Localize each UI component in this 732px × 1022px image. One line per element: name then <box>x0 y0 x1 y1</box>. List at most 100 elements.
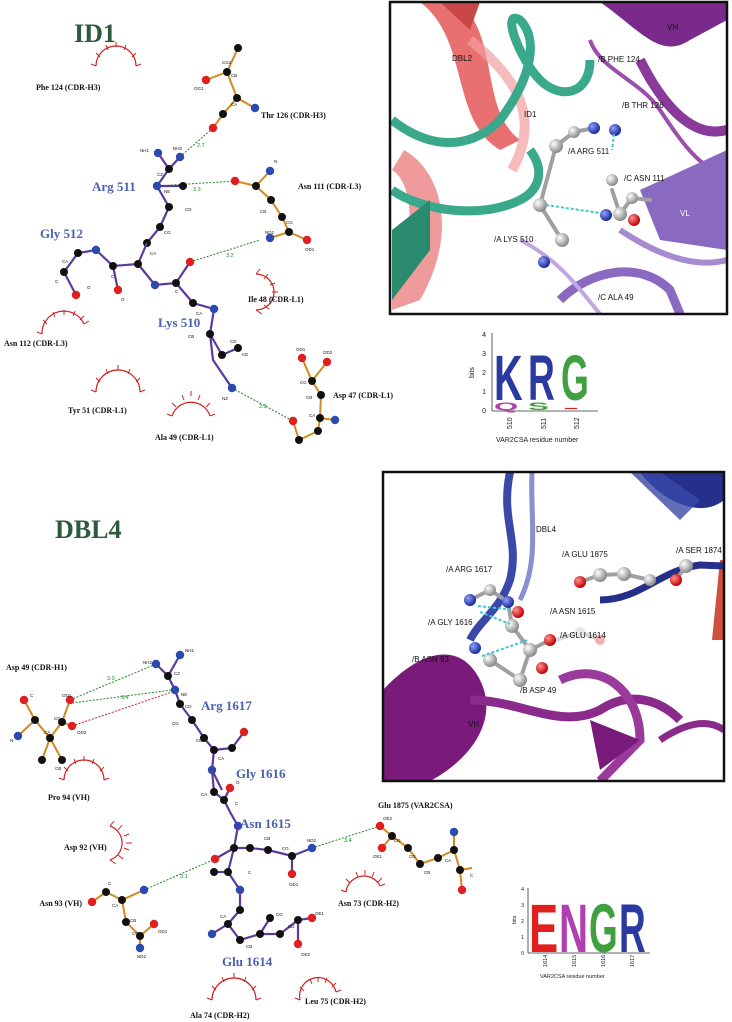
svg-text:CA: CA <box>150 251 156 256</box>
svg-text:OD2: OD2 <box>77 730 87 735</box>
hbond-lines <box>69 663 381 891</box>
svg-text:CD: CD <box>185 704 192 709</box>
label-glu1614: Glu 1614 <box>222 954 273 969</box>
svg-text:510: 510 <box>507 417 514 429</box>
struct-label-ser1874: /A SER 1874 <box>676 546 722 555</box>
label-gly512: Gly 512 <box>40 226 83 241</box>
label-pro94: Pro 94 (VH) <box>48 793 90 802</box>
label-asn112: Asn 112 (CDR-L3) <box>4 339 68 348</box>
label-arg511: Arg 511 <box>92 179 136 194</box>
logo-top-ylabel: bits <box>469 367 476 378</box>
svg-text:NH2: NH2 <box>143 660 152 665</box>
svg-text:OE1: OE1 <box>373 854 383 859</box>
svg-text:1: 1 <box>521 935 524 941</box>
struct-label-gly1616: /A GLY 1616 <box>428 618 473 627</box>
label-ile48: Ile 48 (CDR-L1) <box>248 295 304 304</box>
sequence-logo-top: 0 1 2 3 4 bits K R G Q S - 510 511 512 V… <box>469 332 598 444</box>
label-thr126: Thr 126 (CDR-H3) <box>261 111 326 120</box>
label-phe124: Phe 124 (CDR-H3) <box>36 83 101 92</box>
logo-letter-g: G <box>561 342 589 414</box>
struct-label-thr126: /B THR 126 <box>622 101 664 110</box>
svg-text:O: O <box>236 780 240 785</box>
svg-text:0: 0 <box>521 951 524 957</box>
svg-text:CG: CG <box>409 854 416 859</box>
label-tyr51: Tyr 51 (CDR-L1) <box>68 406 127 415</box>
svg-text:CG: CG <box>282 846 289 851</box>
ligplot-dbl4: 3.0 3.4 3.1 3.4 C OD1 CA CG OD2 N CB Asp… <box>6 648 474 1020</box>
logo-top-xticks: 510 511 512 <box>507 417 581 429</box>
svg-text:CB: CB <box>306 395 312 400</box>
hydrophobic-spokes <box>36 42 278 417</box>
logo-bottom-yticks: 0 1 2 3 4 <box>521 887 524 957</box>
svg-text:O: O <box>87 285 91 290</box>
logo-letter-dash: - <box>563 403 579 414</box>
svg-text:NE: NE <box>181 692 187 697</box>
svg-text:CD: CD <box>288 924 295 929</box>
logo-bottom-xticks: 1614 1615 1616 1617 <box>543 955 636 967</box>
hbond-distance: 3.4 <box>121 695 129 701</box>
hbond-distance: 3.0 <box>107 676 115 682</box>
svg-text:4: 4 <box>482 332 486 339</box>
svg-text:NH1: NH1 <box>185 648 194 653</box>
logo-letter-e: E <box>529 891 558 967</box>
svg-text:CB: CB <box>130 918 136 923</box>
svg-text:OD1: OD1 <box>305 247 315 252</box>
svg-text:OE1: OE1 <box>315 911 325 916</box>
svg-text:CA: CA <box>220 914 226 919</box>
svg-text:CB: CB <box>264 836 270 841</box>
svg-text:C: C <box>470 873 474 878</box>
label-asp49: Asp 49 (CDR-H1) <box>6 663 67 672</box>
struct-label-arg511: /A ARG 511 <box>568 147 610 156</box>
label-ala49: Ala 49 (CDR-L1) <box>155 433 214 442</box>
svg-text:CZ: CZ <box>157 172 163 177</box>
svg-text:CB: CB <box>246 944 252 949</box>
logo-top-yticks: 0 1 2 3 4 <box>482 332 486 415</box>
struct-label-ala49: /C ALA 49 <box>598 293 634 302</box>
svg-text:512: 512 <box>574 417 581 429</box>
svg-text:CA: CA <box>218 756 224 761</box>
svg-text:CG: CG <box>300 380 307 385</box>
svg-text:CG: CG <box>164 230 171 235</box>
hbond-distance: 3.1 <box>180 874 188 880</box>
svg-text:CA: CA <box>231 102 237 107</box>
structure-panel-top: DBL2 VH /B PHE 124 ID1 /B THR 126 /A ARG… <box>388 0 729 316</box>
svg-text:0: 0 <box>482 408 486 415</box>
label-asn111: Asn 111 (CDR-L3) <box>298 182 361 191</box>
svg-text:CG: CG <box>132 931 139 936</box>
svg-text:NE: NE <box>164 189 170 194</box>
svg-text:CA: CA <box>112 903 118 908</box>
svg-text:OG1: OG1 <box>194 86 204 91</box>
svg-text:OD1: OD1 <box>289 882 299 887</box>
section-title-dbl4: DBL4 <box>55 515 121 544</box>
struct-label-phe124: /B PHE 124 <box>598 55 640 64</box>
svg-text:C: C <box>235 801 239 806</box>
hbond-distance: 2.9 <box>259 404 267 410</box>
logo-letter-r: R <box>619 890 646 967</box>
struct-label-id1: ID1 <box>524 110 537 119</box>
label-arg1617: Arg 1617 <box>201 698 252 713</box>
svg-text:OD1: OD1 <box>158 929 168 934</box>
svg-text:CB: CB <box>196 738 202 743</box>
residue-asp47 <box>292 357 336 442</box>
svg-text:CA: CA <box>445 858 451 863</box>
svg-text:C: C <box>55 279 59 284</box>
svg-text:CD: CD <box>394 838 401 843</box>
svg-text:CD: CD <box>230 339 237 344</box>
svg-text:511: 511 <box>541 418 548 429</box>
label-leu75: Leu 75 (CDR-H2) <box>305 997 366 1006</box>
svg-text:C: C <box>111 274 115 279</box>
svg-text:NH2: NH2 <box>173 146 182 151</box>
svg-text:3: 3 <box>521 903 524 909</box>
label-lys510: Lys 510 <box>158 315 200 330</box>
svg-text:CB: CB <box>55 766 61 771</box>
hbond-distance: 3.4 <box>344 838 352 844</box>
svg-text:CB: CB <box>260 209 266 214</box>
svg-text:CA: CA <box>196 311 202 316</box>
logo-letter-s: S <box>528 400 549 412</box>
svg-text:CG2: CG2 <box>222 60 232 65</box>
struct-label-asp49: /B ASP 49 <box>520 686 557 695</box>
struct-label-vh: VH <box>468 720 479 729</box>
svg-text:ND2: ND2 <box>307 838 316 843</box>
svg-text:CG: CG <box>286 220 293 225</box>
